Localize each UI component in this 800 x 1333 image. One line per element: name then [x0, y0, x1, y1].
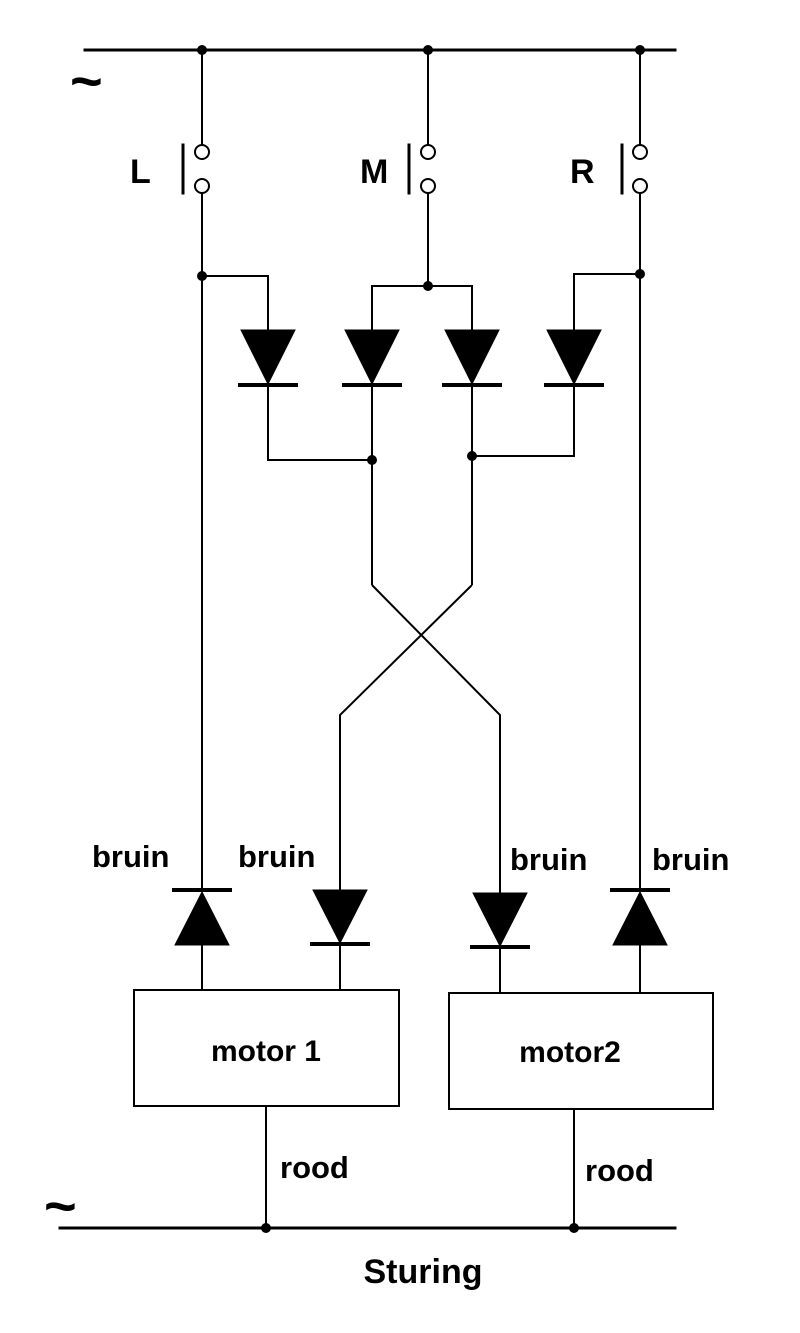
switch-label-r: R — [570, 153, 595, 191]
wire-d4-d3-join — [472, 385, 575, 457]
wire-d1-d2-join — [267, 385, 372, 461]
motor-2-label: motor2 — [519, 1036, 621, 1069]
diagram-caption: Sturing — [364, 1253, 483, 1291]
ac-symbol-top: ~ — [70, 49, 103, 112]
diode-d2 — [344, 329, 400, 386]
node-left-pair — [367, 455, 377, 465]
switch-label-l: L — [130, 153, 151, 191]
label-brown-2: bruin — [238, 839, 316, 874]
wire-l-to-d1 — [202, 275, 269, 330]
node-bottom-motor1 — [261, 1223, 271, 1233]
motor-1-box — [133, 989, 400, 1107]
switch-m-contact-bottom — [420, 178, 436, 194]
wire-m-to-d2-d3 — [371, 285, 473, 330]
switch-label-m: M — [360, 153, 388, 191]
label-red-2: rood — [585, 1153, 654, 1188]
diode-d3 — [444, 329, 500, 386]
wire-cross-right-to-left — [339, 584, 473, 890]
switch-l-contact-bottom — [194, 178, 210, 194]
wire-cross-left-to-right — [371, 584, 501, 893]
diode-d6 — [312, 889, 368, 945]
node-right-pair — [467, 451, 477, 461]
diode-d8 — [612, 890, 668, 946]
diode-d1 — [240, 329, 296, 386]
label-brown-1: bruin — [92, 839, 170, 874]
switch-l-contact-top — [194, 144, 210, 160]
node-bottom-motor2 — [569, 1223, 579, 1233]
motor-2-box — [448, 992, 714, 1110]
wire-r-to-d4 — [573, 273, 640, 330]
label-red-1: rood — [280, 1150, 349, 1185]
switch-m-contact-top — [420, 144, 436, 160]
switch-r-contact-bottom — [632, 178, 648, 194]
switch-r-contact-top — [632, 144, 648, 160]
label-brown-4: bruin — [652, 842, 730, 877]
ac-symbol-bottom: ~ — [44, 1174, 77, 1237]
diode-d4 — [546, 329, 602, 386]
motor-1-label: motor 1 — [211, 1035, 321, 1068]
label-brown-3: bruin — [510, 842, 588, 877]
diode-d7 — [472, 892, 528, 948]
diode-d5 — [174, 890, 230, 946]
